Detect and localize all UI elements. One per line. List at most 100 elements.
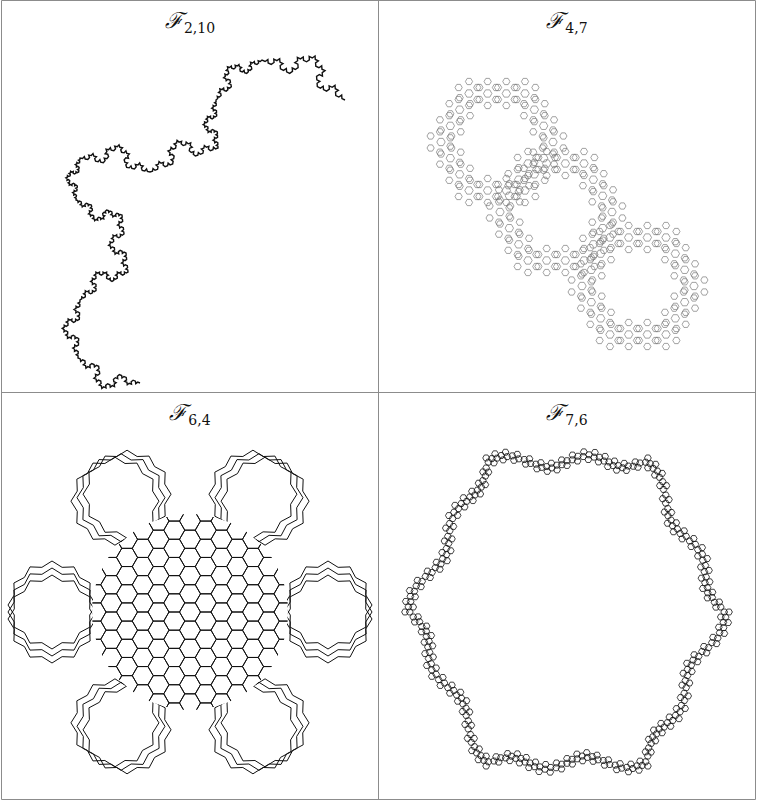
small-hexagon (580, 148, 587, 154)
small-hexagon (662, 319, 669, 325)
small-hexagon (579, 171, 586, 177)
function-letter: ℱ (546, 400, 564, 425)
small-hexagon (521, 90, 529, 97)
small-hexagon (476, 181, 483, 187)
small-hexagon (560, 145, 567, 151)
small-hexagon (701, 289, 708, 295)
small-hexagon (446, 122, 454, 129)
small-hexagon (448, 145, 455, 151)
small-hexagon (663, 483, 670, 489)
small-hexagon (610, 463, 617, 469)
petal-loop (215, 454, 303, 542)
small-hexagon (661, 245, 668, 251)
small-hexagon (514, 176, 522, 183)
small-hexagon (463, 498, 470, 504)
small-hexagon (662, 331, 670, 338)
small-hexagon (466, 709, 473, 715)
small-hexagon (516, 199, 523, 205)
small-hexagon (625, 343, 632, 349)
small-hexagon (561, 257, 569, 264)
hexagon-grid (69, 494, 311, 730)
small-hexagon (525, 235, 532, 241)
function-letter: ℱ (169, 400, 187, 425)
small-hexagon (455, 84, 462, 90)
small-hexagon (596, 240, 603, 246)
small-hexagon (465, 78, 472, 84)
grid-hexagon (243, 694, 264, 712)
small-hexagon (496, 208, 504, 215)
small-hexagon (660, 487, 667, 493)
small-hexagon (484, 199, 491, 205)
small-hexagon (551, 154, 558, 160)
small-hexagon (543, 269, 550, 275)
small-hexagon (590, 229, 597, 235)
small-hexagon (511, 96, 518, 102)
small-hexagon (607, 321, 614, 327)
small-hexagon (470, 498, 477, 504)
small-hexagon (587, 266, 595, 273)
small-hexagon (444, 533, 451, 539)
small-hexagon (550, 129, 557, 135)
small-hexagon (518, 755, 525, 761)
small-hexagon (664, 506, 671, 512)
small-hexagon (520, 113, 527, 119)
small-hexagon (615, 228, 622, 234)
small-hexagon (436, 129, 443, 135)
small-hexagon (587, 245, 594, 251)
small-hexagon (465, 187, 473, 194)
small-hexagon (483, 465, 490, 471)
small-hexagon (465, 102, 472, 108)
small-hexagon (606, 234, 614, 241)
small-hexagon (407, 599, 414, 605)
small-hexagon (461, 504, 468, 510)
cell-title: ℱ7,6 (546, 396, 587, 426)
small-hexagon (613, 767, 620, 773)
small-hexagon (524, 269, 531, 275)
small-hexagon (672, 239, 679, 245)
small-hexagon (664, 720, 671, 726)
small-hexagon (511, 84, 518, 90)
table-rule (378, 1, 379, 800)
small-hexagon (598, 305, 605, 311)
small-hexagon (717, 604, 724, 610)
small-hexagon (514, 166, 521, 172)
small-hexagon (427, 145, 434, 151)
small-hexagon (672, 303, 679, 309)
grid-hexagon (290, 612, 311, 630)
small-hexagon (578, 295, 585, 301)
small-hexagon (596, 337, 603, 343)
subscript-index: 6,4 (188, 412, 210, 428)
small-hexagon (446, 113, 453, 119)
small-hexagon (662, 500, 669, 506)
small-hexagon (633, 240, 640, 246)
small-hexagon (661, 257, 668, 263)
small-hexagon (662, 234, 670, 241)
hex-ring-chain (427, 78, 708, 349)
small-hexagon (619, 203, 626, 209)
small-hexagon (654, 325, 661, 331)
small-hexagon (427, 133, 434, 139)
grid-hexagon (132, 503, 153, 521)
small-hexagon (606, 343, 613, 349)
small-hexagon (682, 321, 689, 327)
small-hexagon (656, 483, 663, 489)
small-hexagon (467, 732, 474, 738)
small-hexagon (524, 172, 531, 178)
small-hexagon (520, 101, 527, 107)
small-hexagon (455, 106, 463, 113)
small-hexagon (562, 172, 569, 178)
small-hexagon (625, 222, 632, 228)
cell-title: ℱ2,10 (165, 4, 215, 34)
small-hexagon (599, 213, 606, 219)
small-hexagon (666, 714, 673, 720)
grid-hexagon (274, 639, 295, 657)
small-hexagon (542, 160, 550, 167)
small-hexagon (580, 245, 587, 251)
small-hexagon (624, 331, 632, 338)
small-hexagon (455, 193, 462, 199)
small-hexagon (446, 177, 453, 183)
small-hexagon (691, 273, 698, 279)
small-hexagon (590, 165, 597, 171)
small-hexagon (652, 240, 659, 246)
grid-hexagon (274, 603, 295, 621)
